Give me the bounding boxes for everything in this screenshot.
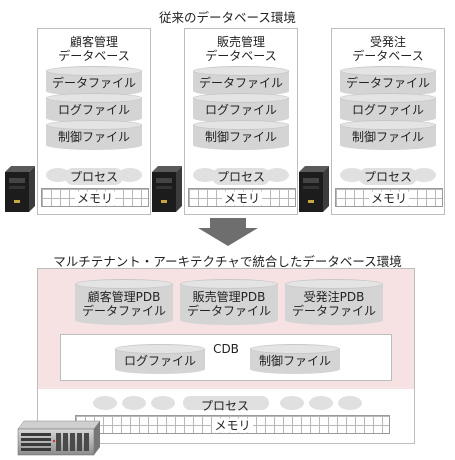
tower-server-icon [5, 166, 35, 212]
rack-server-icon [17, 420, 101, 456]
shared-process-ellipse [183, 396, 269, 410]
file-cylinder-label: データファイル [51, 76, 136, 90]
shared-process-label: プロセス [200, 399, 249, 413]
process-ellipse [340, 168, 364, 182]
cdb-log-cylinder: ログファイル [115, 344, 205, 374]
file-cylinder-label: データファイル [345, 76, 430, 90]
shared-memory-label: メモリ [212, 418, 253, 432]
file-cylinder: ログファイル [193, 93, 289, 123]
memory-grid: メモリ [335, 188, 443, 207]
legacy-env-title: 従来のデータベース環境 [159, 10, 296, 25]
process-ellipse [412, 168, 436, 182]
pdb-cylinder-line1: 受発注PDB [303, 290, 365, 304]
cdb-control-cylinder: 制御ファイル [250, 344, 340, 374]
process-label: プロセス [359, 168, 417, 185]
process-ellipse [151, 396, 175, 410]
process-label: プロセス [65, 168, 123, 185]
file-cylinder: データファイル [46, 66, 142, 96]
file-cylinder-label: ログファイル [57, 103, 130, 117]
process-ellipse [46, 168, 70, 182]
process-ellipse [122, 396, 146, 410]
file-cylinder-label: データファイル [198, 76, 283, 90]
process-ellipse [309, 396, 333, 410]
process-ellipse [338, 396, 362, 410]
db-title-line2: データベース [205, 49, 277, 63]
cdb-log-cylinder-label: ログファイル [123, 354, 196, 368]
db-title-line1: 受発注 [369, 35, 406, 49]
cdb-label: CDB [213, 342, 239, 356]
file-cylinder: ログファイル [340, 93, 436, 123]
process-label: プロセス [212, 168, 270, 185]
process-ellipse [93, 396, 117, 410]
tower-server-icon [152, 166, 182, 212]
memory-label: メモリ [74, 191, 115, 205]
file-cylinder: データファイル [340, 66, 436, 96]
pdb-cylinder-line1: 顧客管理PDB [87, 290, 161, 304]
file-cylinder-label: 制御ファイル [351, 130, 424, 144]
cdb-control-cylinder-label: 制御ファイル [258, 354, 331, 368]
file-cylinder-label: ログファイル [204, 103, 277, 117]
cdb-box: CDB [60, 334, 392, 381]
memory-label: メモリ [221, 191, 262, 205]
file-cylinder: ログファイル [46, 93, 142, 123]
tower-server-icon [299, 166, 329, 212]
file-cylinder-label: 制御ファイル [204, 130, 277, 144]
shared-memory-grid: メモリ [75, 415, 390, 434]
db-title-line2: データベース [58, 49, 130, 63]
pdb-cylinder-line2: データファイル [291, 304, 376, 318]
memory-grid: メモリ [41, 188, 149, 207]
process-ellipse [280, 396, 304, 410]
pdb-cylinder-line2: データファイル [186, 304, 271, 318]
memory-label: メモリ [368, 191, 409, 205]
db-title-line1: 顧客管理 [69, 35, 118, 49]
process-ellipse [265, 168, 289, 182]
down-arrow-icon [198, 218, 258, 246]
file-cylinder: 制御ファイル [46, 120, 142, 150]
file-cylinder-label: 制御ファイル [57, 130, 130, 144]
process-ellipse [193, 168, 217, 182]
file-cylinder: データファイル [193, 66, 289, 96]
db-title-line2: データベース [352, 49, 424, 63]
file-cylinder-label: ログファイル [351, 103, 424, 117]
file-cylinder: 制御ファイル [340, 120, 436, 150]
pdb-cylinder-line1: 販売管理PDB [192, 290, 266, 304]
db-title-line1: 販売管理 [216, 35, 265, 49]
multitenant-env-title: マルチテナント・アーキテクチャで統合したデータベース環境 [53, 254, 402, 269]
file-cylinder: 制御ファイル [193, 120, 289, 150]
process-ellipse [118, 168, 142, 182]
pdb-cylinder-line2: データファイル [81, 304, 166, 318]
memory-grid: メモリ [188, 188, 296, 207]
